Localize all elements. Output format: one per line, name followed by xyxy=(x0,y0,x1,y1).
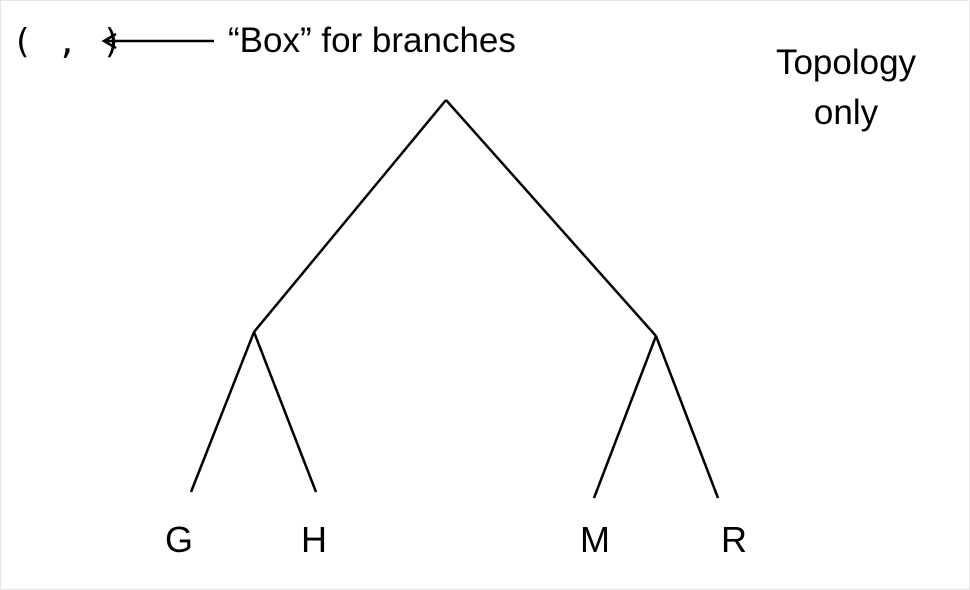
topology-only-line-1: Topology xyxy=(775,43,917,82)
box-for-branches-note: “Box” for branches xyxy=(228,21,516,60)
left-arrow-icon xyxy=(101,32,214,50)
leaf-label-m: M xyxy=(580,519,610,560)
leaf-label-h: H xyxy=(301,519,327,560)
branch-to-r xyxy=(654,335,720,499)
branch-to-h xyxy=(252,331,318,493)
leaf-label-g: G xyxy=(165,519,193,560)
branch-to-m xyxy=(592,335,658,499)
branch-to-g xyxy=(189,331,256,493)
topology-only-line-2: only xyxy=(813,93,879,132)
topology-only-label: Topology only xyxy=(746,38,946,138)
branch-root-right xyxy=(445,99,657,337)
box-notation-symbol: ( , ) xyxy=(12,22,125,62)
branch-root-left xyxy=(253,99,447,333)
leaf-label-r: R xyxy=(721,519,747,560)
